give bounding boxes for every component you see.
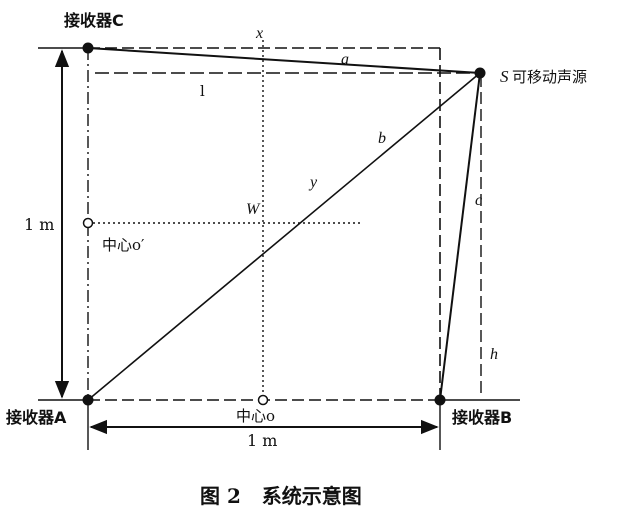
a-label: a [341,51,349,68]
receiver-b-point [434,394,446,406]
center-o-point [257,394,269,406]
receiver-c-point [82,42,94,54]
receiver-a-point [82,394,94,406]
axis-y-label: y [308,174,318,191]
l-label: l [200,82,205,100]
dimension-left-label: 1 m [24,215,54,234]
axis-x-label: x [255,25,263,42]
line-c-b-to-s [439,72,481,401]
center-o-prime-point [82,217,94,229]
line-a-c-to-s [87,47,481,74]
source-s-label: 可移动声源 [512,68,587,86]
center-o-label: 中心o [236,407,275,425]
figure-caption: 图 2 系统示意图 [200,484,362,508]
source-s-point [474,67,486,79]
source-s-letter: S [500,67,509,86]
line-b-a-to-s [87,72,481,401]
receiver-b-label: 接收器B [452,408,512,427]
center-o-prime-label: 中心o′ [102,236,145,254]
receiver-c-label: 接收器C [64,11,124,30]
w-label: W [246,201,261,218]
c-label: c [475,192,482,209]
receiver-a-label: 接收器A [6,408,67,427]
h-label: h [490,346,498,363]
dimension-bottom-label: 1 m [247,431,277,450]
b-label: b [378,130,386,147]
